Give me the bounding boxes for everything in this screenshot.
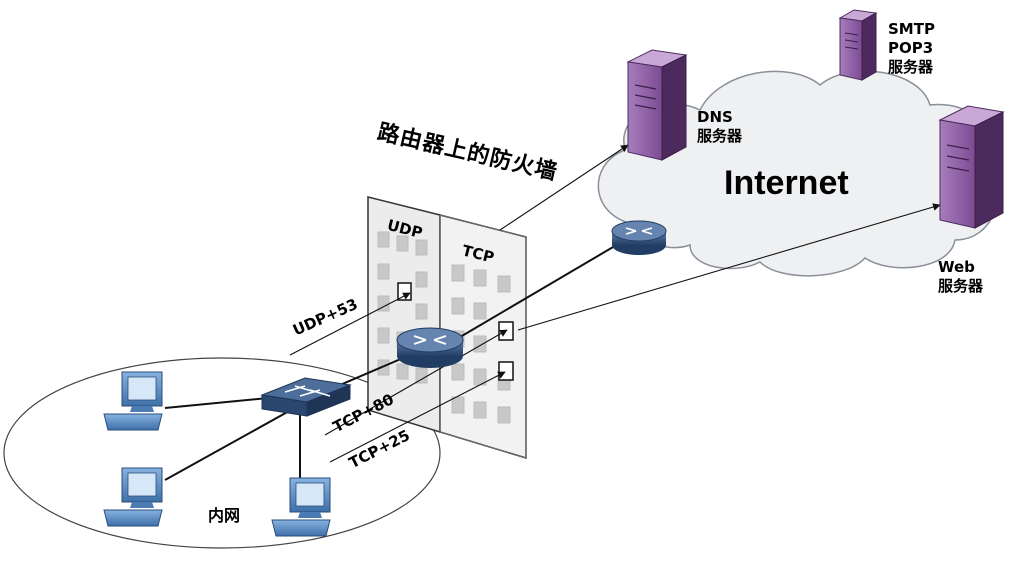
web-server-icon [938,105,1005,229]
pc-icon [103,467,163,527]
web-server-label: Web 服务器 [938,258,984,295]
smtp-server-icon [838,9,878,81]
pc-icon [103,371,163,431]
dns-server-label: DNS 服务器 [697,108,743,145]
smtp-server-label: SMTP POP3 服务器 [888,20,935,76]
switch-icon [260,377,352,417]
arrows [289,144,941,463]
pc-icon [271,477,331,537]
lan-ellipse [3,357,441,549]
firewall-wall [367,196,527,460]
firewall-router-icon [396,327,464,368]
lan-label: 内网 [208,506,241,525]
internet-label: Internet [724,164,849,202]
internet-router-icon [611,220,667,255]
dns-server-icon [626,49,688,161]
